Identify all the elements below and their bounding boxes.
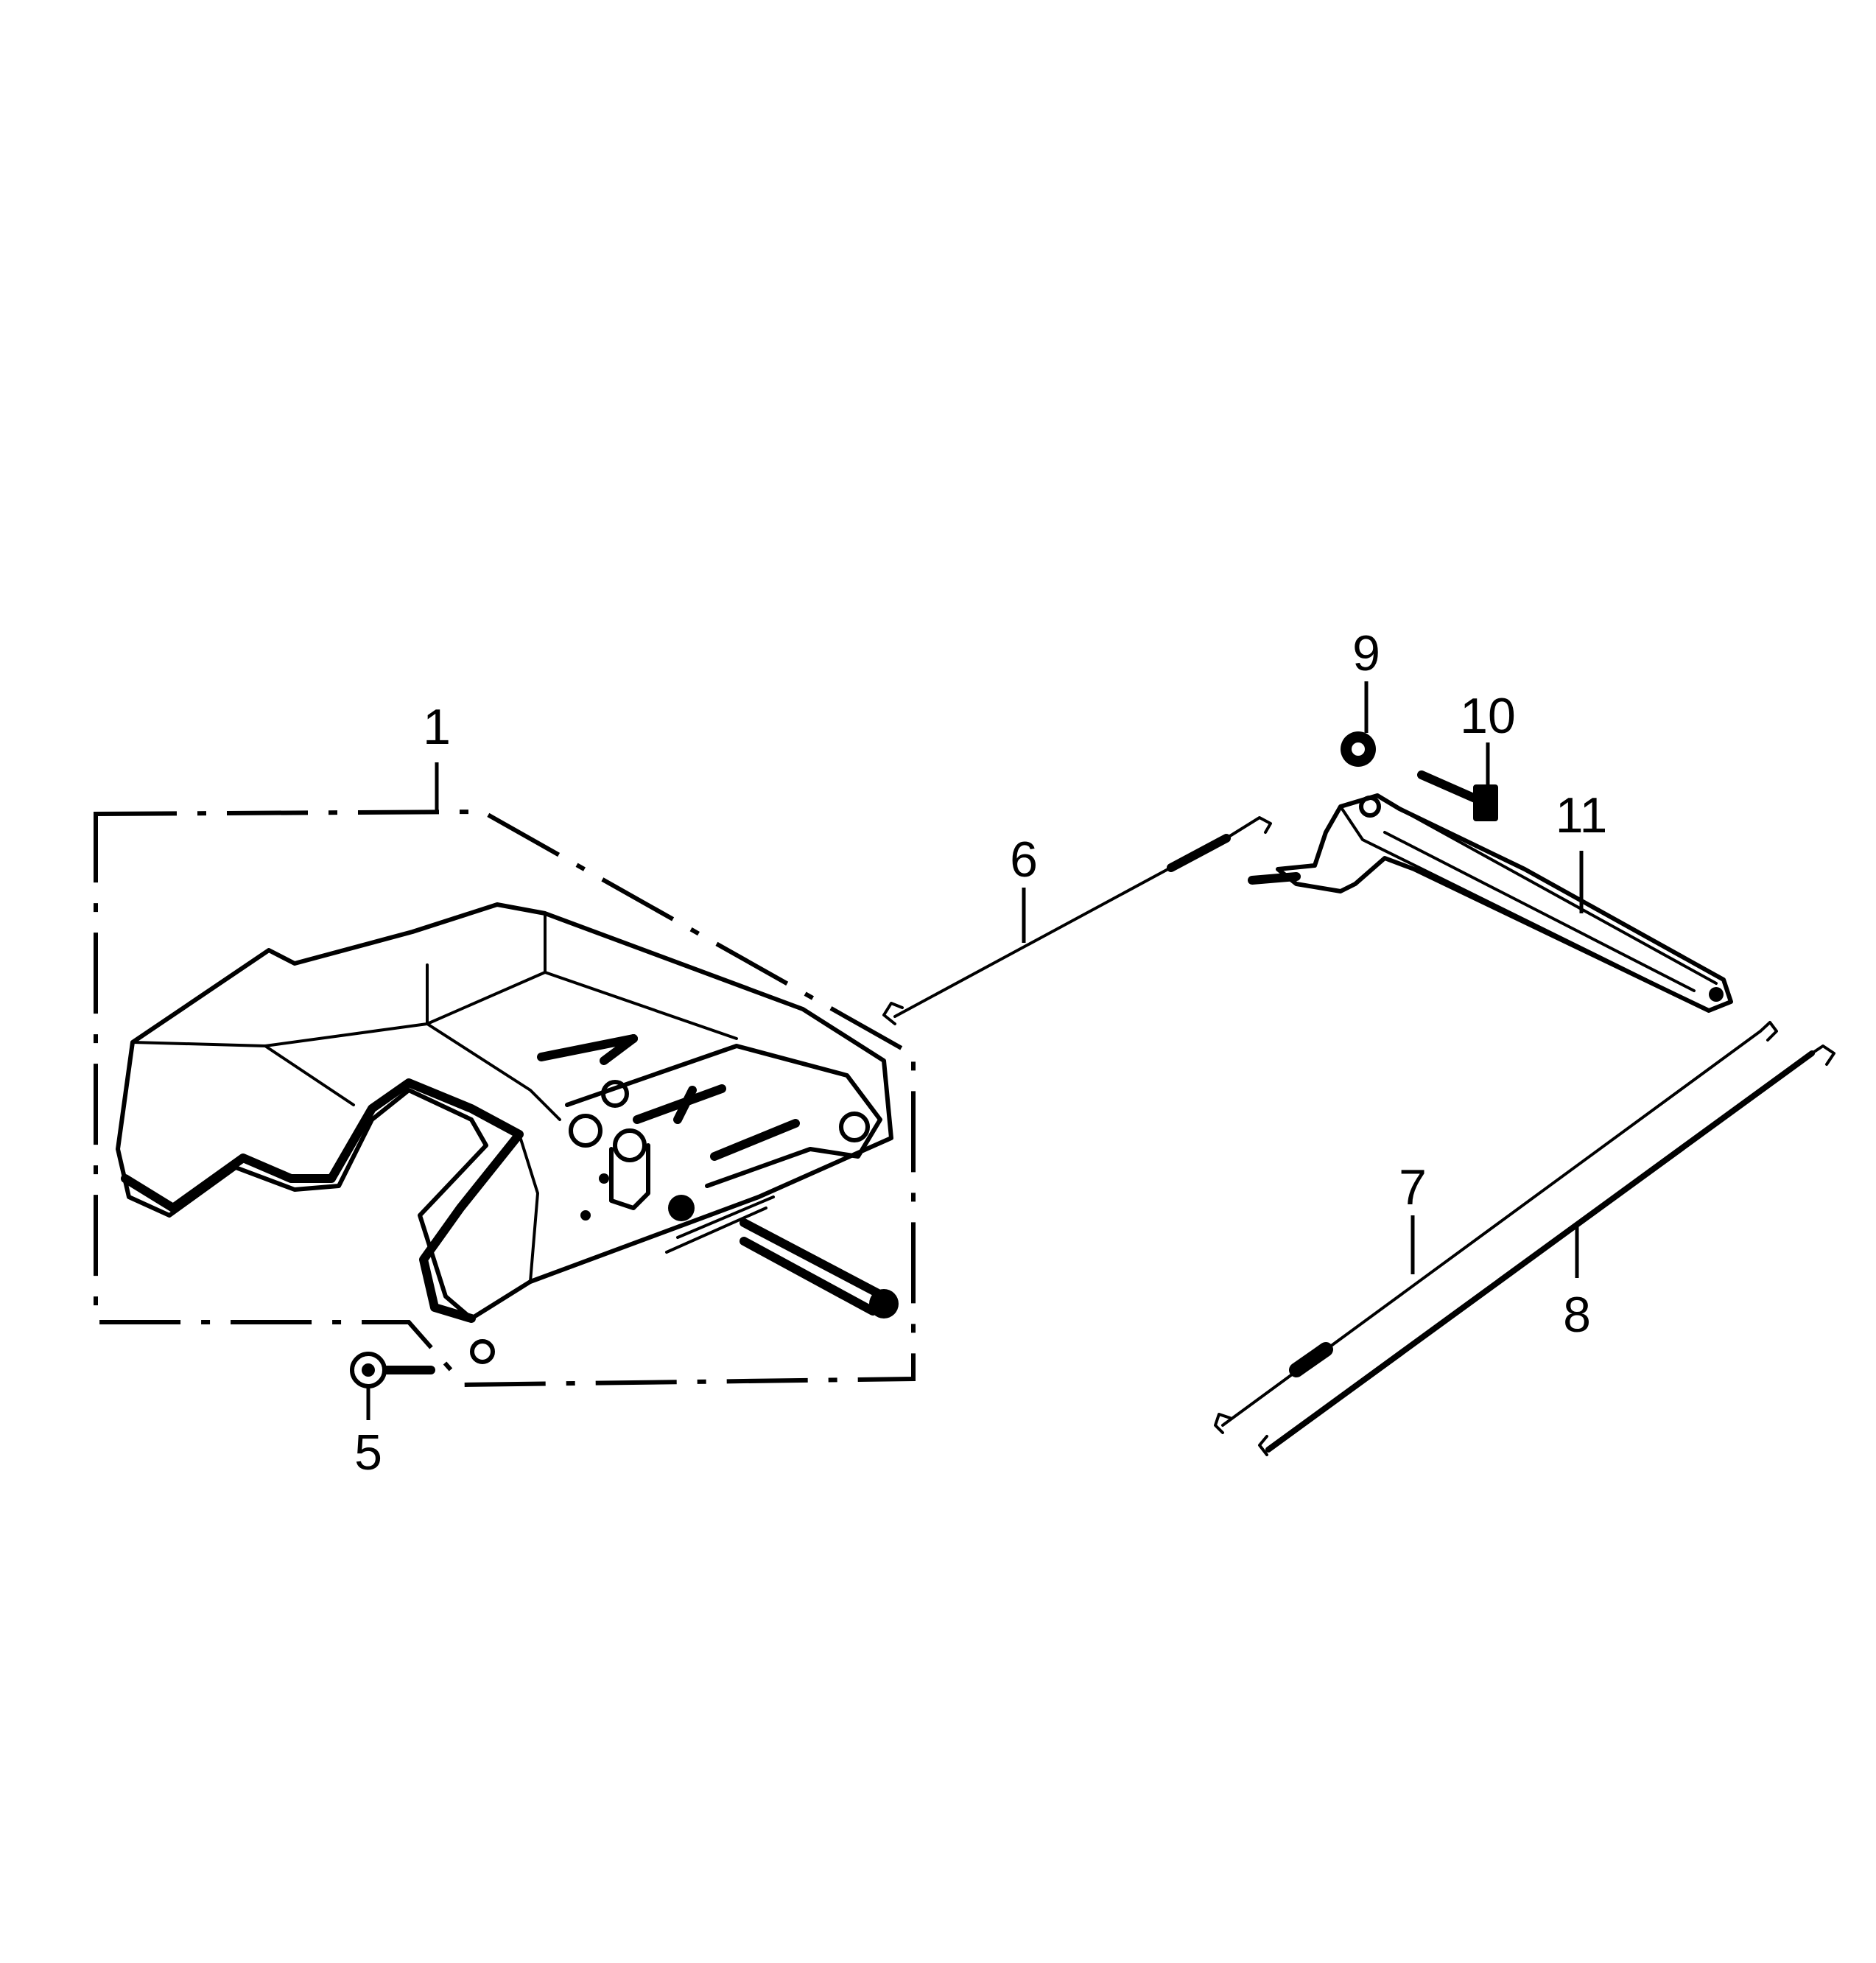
callout-10: 10 xyxy=(1460,688,1516,744)
callout-7: 7 xyxy=(1399,1159,1427,1215)
callout-8: 8 xyxy=(1563,1287,1591,1343)
leader-lines xyxy=(366,681,1584,1420)
part-1-cover-housing xyxy=(116,902,899,1364)
callout-labels: 1 5 6 7 8 9 10 11 xyxy=(354,625,1607,1481)
callout-11: 11 xyxy=(1556,787,1608,843)
assembly-boundary xyxy=(94,809,916,1388)
part-11-lever-arm xyxy=(1248,793,1733,1013)
callout-1: 1 xyxy=(423,699,451,755)
callout-5: 5 xyxy=(354,1425,382,1481)
part-9-nut xyxy=(1341,731,1376,767)
part-8-rod xyxy=(1258,1044,1835,1456)
part-6-spring-rod xyxy=(882,816,1272,1025)
part-5-bolt xyxy=(350,1352,435,1388)
part-7-rod xyxy=(1214,1021,1778,1434)
part-10-bolt xyxy=(1417,770,1498,821)
callout-9: 9 xyxy=(1352,625,1380,681)
callout-6: 6 xyxy=(1010,832,1038,888)
